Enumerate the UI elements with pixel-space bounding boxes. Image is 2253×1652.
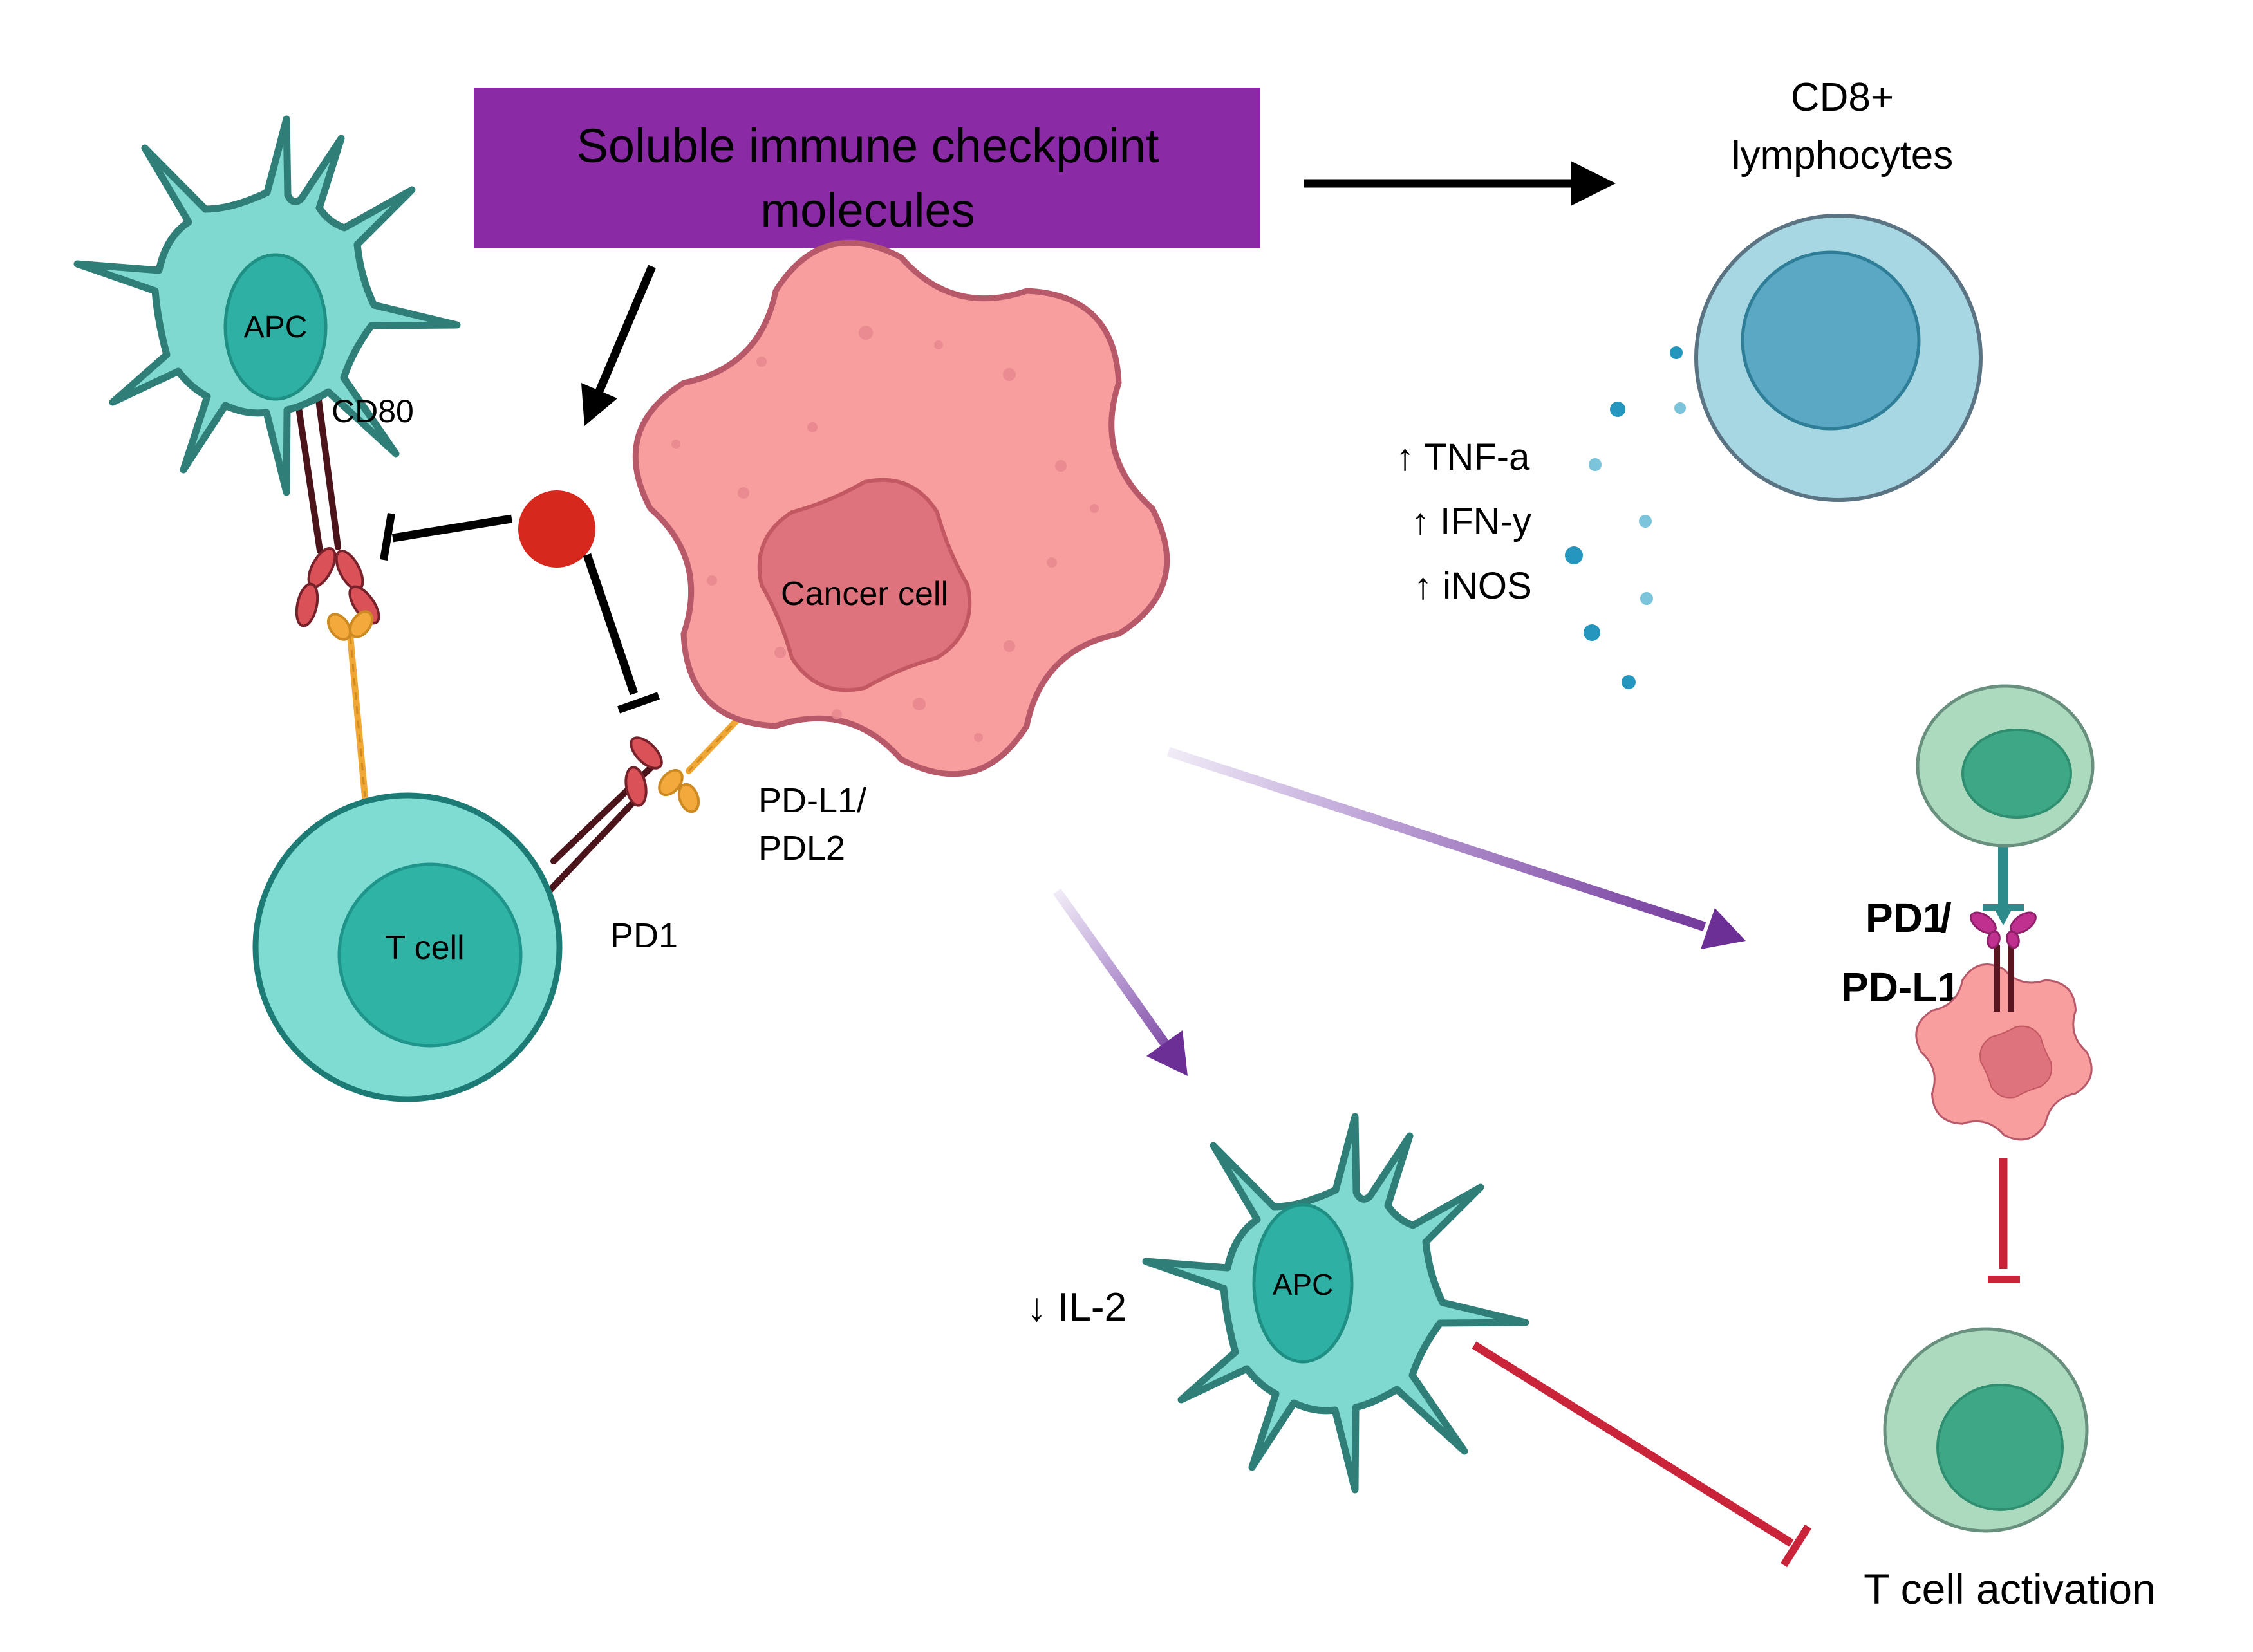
cytokine-ifn: ↑ IFN-y xyxy=(1411,501,1531,543)
arrow-title-to-cd8 xyxy=(1304,161,1616,206)
pdl1-label-line2: PDL2 xyxy=(758,829,845,868)
pd1-left-label: PD1 xyxy=(610,916,678,955)
secreted-molecule-dots xyxy=(1565,346,1686,689)
pdl1-right-binding-icon xyxy=(1970,911,2037,949)
t-cell-label: T cell xyxy=(385,929,464,967)
t-cell-activation-nucleus xyxy=(1936,1384,2064,1511)
t-cell-activation-label: T cell activation xyxy=(1864,1565,2156,1613)
green-t-cell-top-nucleus xyxy=(1961,729,2072,819)
inhibition-line-pd1-to-activation xyxy=(1988,1158,2020,1283)
cd80-receptor-icon xyxy=(294,392,341,554)
cd8-nucleus xyxy=(1741,250,1921,431)
cd8-label-line1: CD8+ xyxy=(1791,75,1894,120)
pdl1-label-line1: PD-L1/ xyxy=(758,781,866,820)
apc-cell-top: APC xyxy=(77,119,457,492)
green-t-cell-top xyxy=(1916,684,2095,848)
title-box xyxy=(474,88,1260,248)
cd28-receptor-icon xyxy=(326,610,374,800)
arrowhead-icon xyxy=(581,383,617,426)
arrowhead-icon xyxy=(1701,908,1746,949)
purple-arrow-to-pd1-pdl1 xyxy=(1166,747,1746,949)
inhibition-line-cd80 xyxy=(380,513,513,561)
cancer-cell-speckles xyxy=(671,326,1099,742)
cancer-cell-label: Cancer cell xyxy=(781,575,948,613)
cytokine-tnf: ↑ TNF-a xyxy=(1396,436,1530,478)
pd1-right-label: PD1 xyxy=(1865,895,1946,941)
cd8-lymphocyte xyxy=(1694,214,1983,502)
title-line1: Soluble immune checkpoint xyxy=(577,119,1159,172)
cd80-label: CD80 xyxy=(332,393,414,429)
t-cell: T cell xyxy=(252,792,563,1102)
inhibition-line-apc-to-activation xyxy=(1472,1341,1812,1568)
apc-bottom-nucleus xyxy=(1252,1203,1354,1364)
pd1-slash-label: / xyxy=(1940,895,1952,941)
pdl1-right-label: PD-L1 xyxy=(1841,964,1960,1010)
cd80-binding-domains-icon xyxy=(295,547,380,627)
soluble-molecule-icon xyxy=(518,490,595,568)
apc-bottom-label: APC xyxy=(1273,1268,1334,1301)
pdl1-right-stalks-icon xyxy=(1994,945,2014,1012)
apc-cell-bottom: APC xyxy=(1146,1117,1526,1490)
apc-top-label: APC xyxy=(244,310,308,344)
tbar-icon xyxy=(380,513,395,561)
cytokine-list: ↑ TNF-a ↑ IFN-y ↑ iNOS xyxy=(1396,436,1532,607)
cytokine-inos: ↑ iNOS xyxy=(1414,565,1532,607)
t-cell-activation-cell xyxy=(1883,1327,2089,1533)
tbar-icon xyxy=(617,692,660,714)
arrowhead-icon xyxy=(1571,161,1616,206)
purple-arrow-to-apc xyxy=(1052,888,1188,1076)
arrow-title-to-molecule xyxy=(581,265,656,426)
arrowhead-icon xyxy=(1146,1030,1188,1076)
title-box-group: Soluble immune checkpoint molecules xyxy=(474,88,1260,248)
cd8-label-line2: lymphocytes xyxy=(1732,133,1954,178)
apc-top-nucleus xyxy=(223,253,328,401)
t-cell-nucleus xyxy=(337,862,523,1048)
tbar-icon xyxy=(1780,1524,1812,1568)
title-line2: molecules xyxy=(760,183,975,237)
pd1-right-receptor-icon xyxy=(1983,904,2024,925)
cancer-cell: Cancer cell xyxy=(635,243,1167,774)
inhibition-line-pdl1 xyxy=(583,553,660,714)
pd1-binding-domains-left-icon xyxy=(624,736,663,807)
il2-label: ↓ IL-2 xyxy=(1027,1285,1126,1330)
